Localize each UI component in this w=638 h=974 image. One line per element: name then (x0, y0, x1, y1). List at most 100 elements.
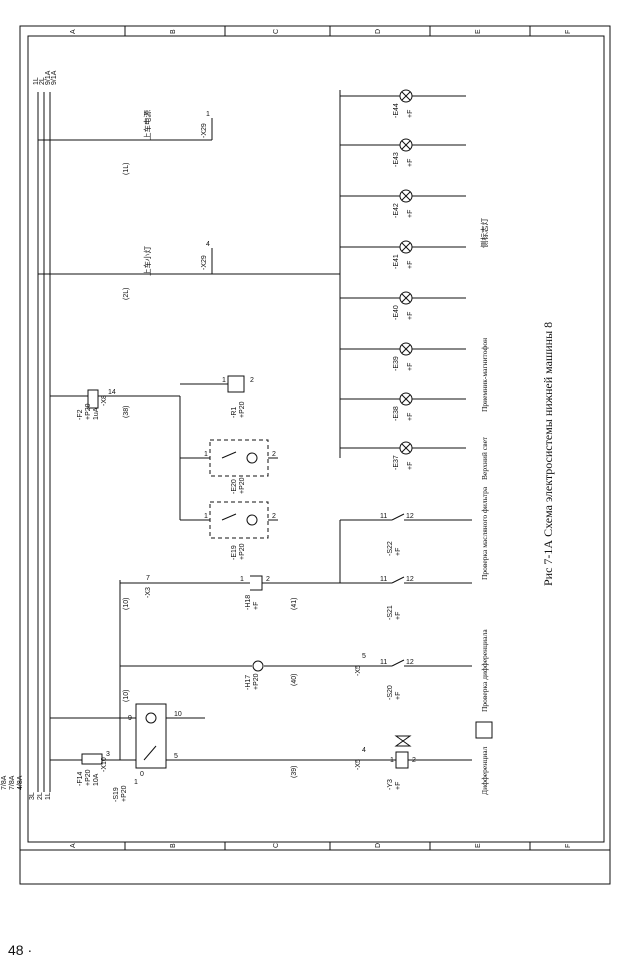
wire-10b: (10) (123, 690, 130, 702)
e19-ref: -E19 (231, 545, 238, 560)
x10-pin: 3 (106, 751, 110, 758)
h18-loc: +F (253, 602, 260, 610)
e20-loc: +P20 (239, 477, 246, 494)
label-differential: Дифференциал (480, 746, 489, 795)
lamp-ref: -E43 (393, 152, 400, 167)
zone-letter-top: A (70, 29, 77, 34)
x29b-ref: -X29 (201, 255, 208, 270)
x3-pin: 7 (146, 575, 150, 582)
bus-top-ref-1: 9/1A (45, 70, 52, 85)
f2-branch (50, 375, 278, 539)
wire-38: (38) (123, 406, 130, 418)
s20-loc: +F (395, 692, 402, 700)
zone-letter-top: E (475, 29, 482, 34)
bus-sub-2L: 2L (37, 792, 44, 800)
wire-41: (41) (291, 598, 298, 610)
s21-pin-12: 12 (406, 576, 414, 583)
page-number: 48 · (8, 942, 33, 958)
r1-loc: +P20 (239, 401, 246, 418)
x5b-ref: -X5 (355, 759, 362, 770)
h18-ref: -H18 (245, 595, 252, 610)
figure-caption: Рис 7-1А Схема электросистемы нижней маш… (541, 322, 555, 586)
e20-pin-2: 2 (272, 451, 276, 458)
relay-pin-5: 5 (174, 753, 178, 760)
lamp-loc: +F (407, 312, 414, 320)
label-radio: Приемник-магнитофон (480, 338, 489, 412)
lamp-ref: -E39 (393, 356, 400, 371)
label-upper-small-lights: 上车小灯 (142, 246, 152, 276)
sheet-outer-border (19, 25, 611, 885)
lamp-ref: -E41 (393, 254, 400, 269)
zone-letter-bottom: C (273, 843, 280, 848)
x29b-pin: 4 (206, 241, 210, 248)
relay-pin-10: 10 (174, 711, 182, 718)
f2-rating: 1uA (93, 407, 100, 420)
bus-top-2L: 2L (39, 77, 46, 85)
s20-pin-12: 12 (406, 659, 414, 666)
e19-pin-2: 2 (272, 513, 276, 520)
lamp-cross-b (401, 140, 411, 150)
zone-letter-bottom: D (375, 843, 382, 848)
e19-loc: +P20 (239, 543, 246, 560)
lamp-loc: +F (407, 261, 414, 269)
lamp-cross-b (401, 394, 411, 404)
label-diff-check: Проверка дифференциала (480, 629, 489, 712)
bus-sub-1L: 1L (45, 792, 52, 800)
s20-pin-11: 11 (380, 659, 387, 666)
zone-ticks-bottom (124, 842, 531, 850)
s22-ref: -S22 (387, 541, 394, 556)
s19-ref: -S19 (113, 787, 120, 802)
y3-loc: +F (395, 782, 402, 790)
lamp-bank (340, 89, 466, 455)
zone-letter-top: B (170, 29, 177, 34)
bus-top-ref-2: 9/1A (51, 70, 58, 85)
x3-ref: -X3 (145, 587, 152, 598)
sheet-inner-border (27, 35, 605, 843)
r1-pin-1: 1 (222, 377, 226, 384)
wire-10a: (10) (123, 598, 130, 610)
r1-ref: -R1 (231, 407, 238, 418)
lamp-cross-b (401, 191, 411, 201)
wire-2L: (2L) (123, 288, 130, 300)
lamp-ref: -E40 (393, 305, 400, 320)
lamp-cross-b (401, 91, 411, 101)
lamp-loc: +F (407, 462, 414, 470)
x8-ref: -X8 (101, 395, 108, 406)
y3-ref: -Y3 (387, 779, 394, 790)
x5a-ref: -X5 (355, 665, 362, 676)
lamp-ref: -E42 (393, 203, 400, 218)
y3-pin-2: 2 (412, 757, 416, 764)
e20-ref: -E20 (231, 479, 238, 494)
lamp-cross-b (401, 242, 411, 252)
zone-letter-bottom: A (70, 843, 77, 848)
lamp-loc: +F (407, 159, 414, 167)
label-upper-power: 上车电源 (142, 110, 152, 140)
x5a-pin: 5 (362, 653, 366, 660)
bus-label-2: 7/8A (9, 775, 16, 790)
lamp-cross-b (401, 344, 411, 354)
lower-circuits (50, 513, 493, 769)
wire-39: (39) (291, 766, 298, 778)
lamp-cross-b (401, 443, 411, 453)
y3-pin-1: 1 (390, 757, 394, 764)
bus-top-1L: 1L (33, 77, 40, 85)
lamp-ref: -E37 (393, 455, 400, 470)
s22-pin-12: 12 (406, 513, 414, 520)
bus-label-3: 4/8A (17, 775, 24, 790)
e20-pin-1: 1 (204, 451, 208, 458)
zone-letter-top: D (375, 29, 382, 34)
s22-pin-11: 11 (380, 513, 387, 520)
zone-letter-top: F (565, 30, 572, 34)
f14-rating: 10A (93, 773, 100, 786)
s21-ref: -S21 (387, 605, 394, 620)
lamp-loc: +F (407, 413, 414, 421)
upper-circuits (38, 90, 341, 458)
label-oil-filter: Проверка масляного фильтра (480, 486, 489, 580)
x10-ref: -X10 (101, 757, 108, 772)
label-marker-lamps: 侧标志灯 (479, 218, 489, 248)
h18-pin-2: 2 (266, 576, 270, 583)
h17-loc: +P20 (253, 673, 260, 690)
